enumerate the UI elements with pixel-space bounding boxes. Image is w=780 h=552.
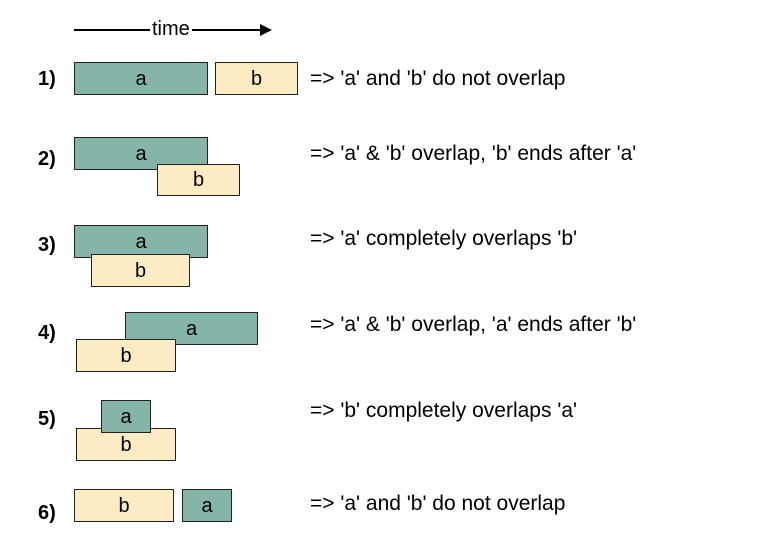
row-number: 2) [38, 148, 56, 170]
interval-a-label: a [135, 230, 147, 253]
interval-b-label: b [120, 433, 132, 456]
interval-a: a [125, 312, 258, 345]
row-description: => 'a' & 'b' overlap, 'b' ends after 'a' [310, 142, 637, 165]
interval-b-label: b [118, 494, 130, 517]
row-number: 5) [38, 408, 56, 430]
interval-a-label: a [185, 317, 198, 340]
interval-a-label: a [135, 142, 147, 165]
row-description: => 'a' and 'b' do not overlap [310, 492, 566, 515]
row-number: 3) [38, 234, 56, 256]
interval-b-label: b [192, 169, 205, 191]
row-description: => 'a' & 'b' overlap, 'a' ends after 'b' [310, 313, 637, 336]
row-description: => 'b' completely overlaps 'a' [310, 399, 578, 422]
interval-a: a [74, 62, 208, 95]
interval-b: b [91, 254, 190, 287]
row-number: 1) [38, 68, 56, 90]
row-number: 6) [38, 502, 56, 524]
interval-a-label: a [135, 67, 147, 90]
interval-b-label: b [134, 259, 147, 282]
interval-b-label: b [250, 67, 263, 90]
interval-b-label: b [120, 344, 132, 367]
time-axis: time [74, 18, 274, 42]
row-description: => 'a' and 'b' do not overlap [310, 67, 566, 90]
row-description: => 'a' completely overlaps 'b' [310, 227, 578, 250]
time-arrow-icon [260, 24, 272, 36]
interval-a-label: a [201, 494, 213, 517]
interval-b: b [76, 339, 176, 372]
interval-b: b [74, 489, 174, 522]
time-axis-label: time [150, 18, 192, 40]
interval-a-label: a [120, 405, 132, 428]
row-number: 4) [38, 322, 56, 344]
interval-b: b [215, 62, 298, 95]
interval-b: b [157, 164, 240, 196]
interval-a: a [101, 400, 151, 433]
interval-a: a [182, 489, 232, 522]
